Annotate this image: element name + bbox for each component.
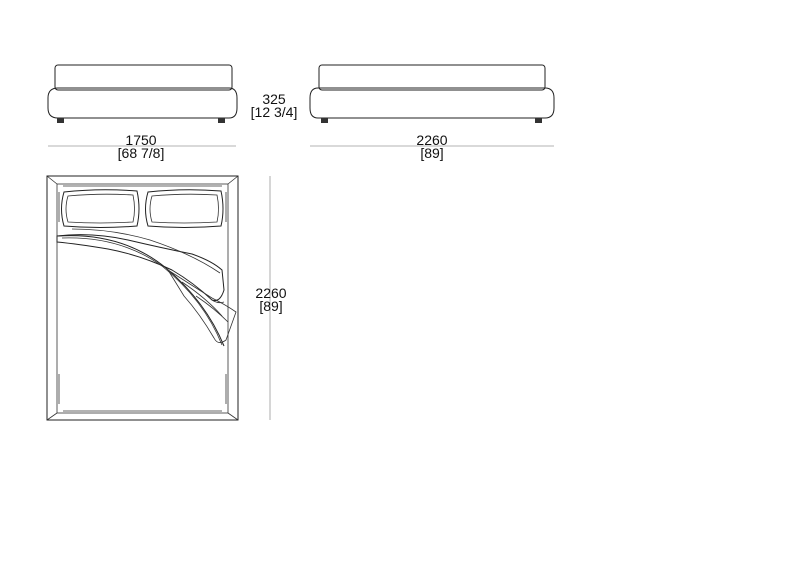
front-left-leg xyxy=(57,118,64,123)
side-length-inches-label: [89] xyxy=(420,145,443,161)
plan-inner-frame xyxy=(56,183,229,414)
plan-outer-frame xyxy=(46,175,239,421)
side-left-leg xyxy=(321,118,328,123)
side-length-mm-label: 2260 xyxy=(416,132,447,148)
plan-length-inches-label: [89] xyxy=(259,298,282,314)
side-bed-base xyxy=(309,87,555,119)
front-bed-base xyxy=(47,87,238,119)
right-pillow xyxy=(145,189,224,228)
front-headboard xyxy=(54,64,233,91)
front-right-leg xyxy=(218,118,225,123)
plan-length-mm-label: 2260 xyxy=(255,285,286,301)
side-right-leg xyxy=(535,118,542,123)
width-mm-label: 1750 xyxy=(125,132,156,148)
front-elevation xyxy=(47,64,238,123)
side-headboard xyxy=(318,64,546,91)
height-inches-label: [12 3/4] xyxy=(251,104,298,120)
throw-blanket xyxy=(56,228,237,347)
left-pillow xyxy=(61,189,140,228)
width-inches-label: [68 7/8] xyxy=(118,145,165,161)
height-mm-label: 325 xyxy=(262,91,286,107)
plan-view xyxy=(46,175,239,421)
side-elevation xyxy=(309,64,555,123)
